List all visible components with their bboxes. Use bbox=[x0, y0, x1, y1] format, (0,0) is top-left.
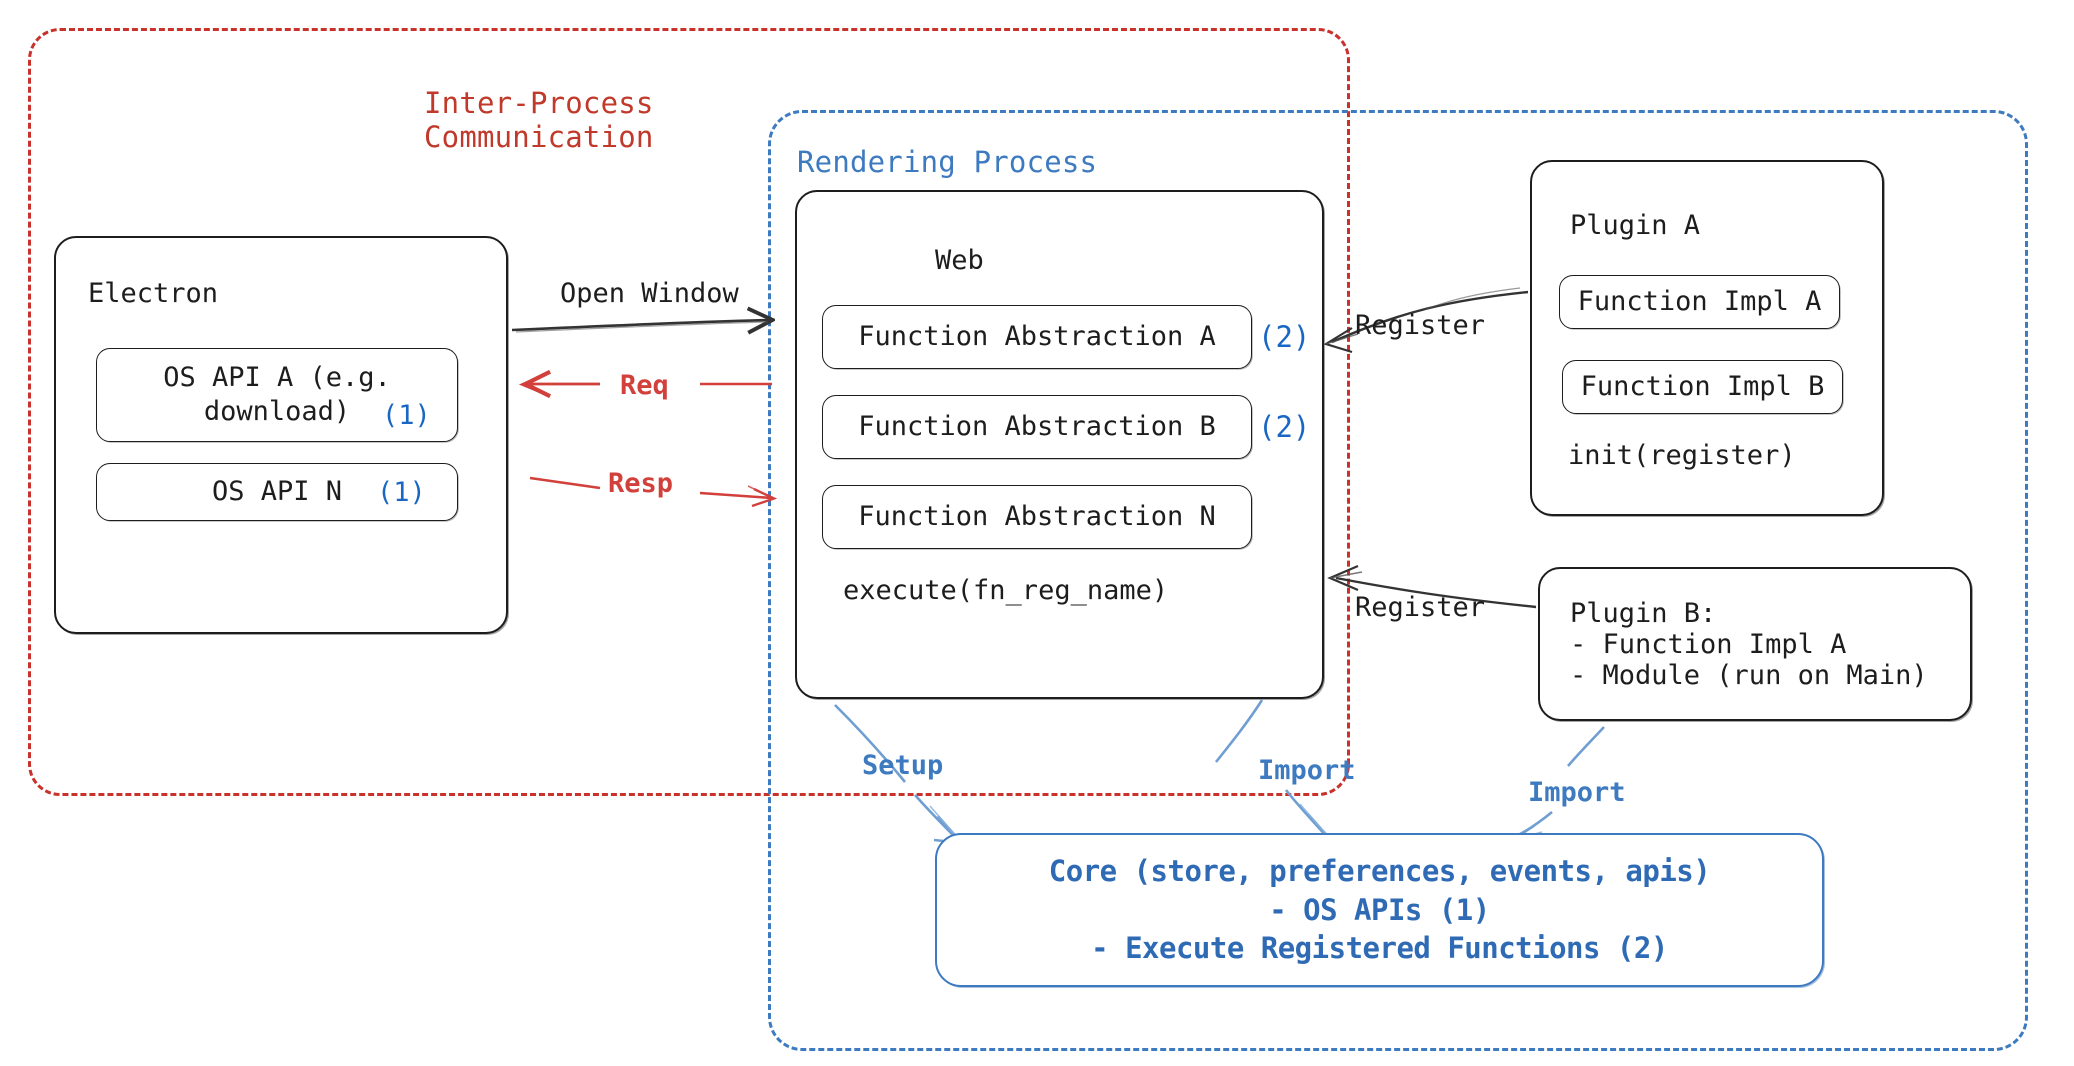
function-abstraction-b-label: Function Abstraction B bbox=[858, 411, 1216, 443]
os-api-n-badge: (1) bbox=[377, 477, 426, 508]
function-abstraction-b-badge: (2) bbox=[1258, 410, 1311, 444]
edge-label-req: Req bbox=[620, 370, 669, 401]
function-abstraction-a-badge: (2) bbox=[1258, 320, 1311, 354]
edge-label-import-plugin-b: Import bbox=[1528, 777, 1626, 808]
function-abstraction-n-box: Function Abstraction N bbox=[822, 485, 1252, 549]
plugin-a-title: Plugin A bbox=[1570, 210, 1701, 241]
web-title: Web bbox=[935, 245, 984, 276]
os-api-a-badge: (1) bbox=[382, 400, 431, 431]
region-inter-process-communication bbox=[28, 28, 1350, 796]
core-box: Core (store, preferences, events, apis) … bbox=[935, 833, 1824, 987]
function-impl-b-label: Function Impl B bbox=[1580, 371, 1825, 403]
region-label-rendering-process: Rendering Process bbox=[797, 145, 1098, 179]
web-execute-label: execute(fn_reg_name) bbox=[843, 575, 1169, 606]
function-abstraction-a-label: Function Abstraction A bbox=[858, 321, 1216, 353]
os-api-n-box: OS API N bbox=[96, 463, 458, 521]
edge-label-open-window: Open Window bbox=[560, 278, 739, 309]
function-impl-a-label: Function Impl A bbox=[1577, 286, 1822, 318]
electron-title: Electron bbox=[88, 278, 219, 309]
plugin-a-box bbox=[1530, 160, 1884, 516]
function-abstraction-b-box: Function Abstraction B bbox=[822, 395, 1252, 459]
plugin-a-init-label: init(register) bbox=[1568, 440, 1796, 471]
edge-label-register-plugin-a: Register bbox=[1355, 310, 1486, 341]
function-abstraction-a-box: Function Abstraction A bbox=[822, 305, 1252, 369]
os-api-a-label: OS API A (e.g. download) bbox=[163, 362, 391, 427]
core-label: Core (store, preferences, events, apis) … bbox=[1048, 854, 1711, 966]
edge-label-resp: Resp bbox=[608, 468, 674, 499]
region-label-inter-process-communication: Inter-Process Communication bbox=[424, 86, 654, 155]
region-rendering-process bbox=[768, 110, 2028, 1051]
edge-label-register-plugin-b: Register bbox=[1355, 592, 1486, 623]
function-impl-a-box: Function Impl A bbox=[1559, 275, 1840, 329]
os-api-n-label: OS API N bbox=[211, 476, 343, 508]
edge-label-import-web: Import bbox=[1258, 755, 1356, 786]
edge-label-setup: Setup bbox=[862, 750, 944, 781]
plugin-b-box bbox=[1538, 567, 1972, 721]
function-impl-b-box: Function Impl B bbox=[1562, 360, 1843, 414]
plugin-b-label: Plugin B: - Function Impl A - Module (ru… bbox=[1570, 598, 1928, 691]
function-abstraction-n-label: Function Abstraction N bbox=[858, 501, 1216, 533]
os-api-a-box: OS API A (e.g. download) bbox=[96, 348, 458, 442]
